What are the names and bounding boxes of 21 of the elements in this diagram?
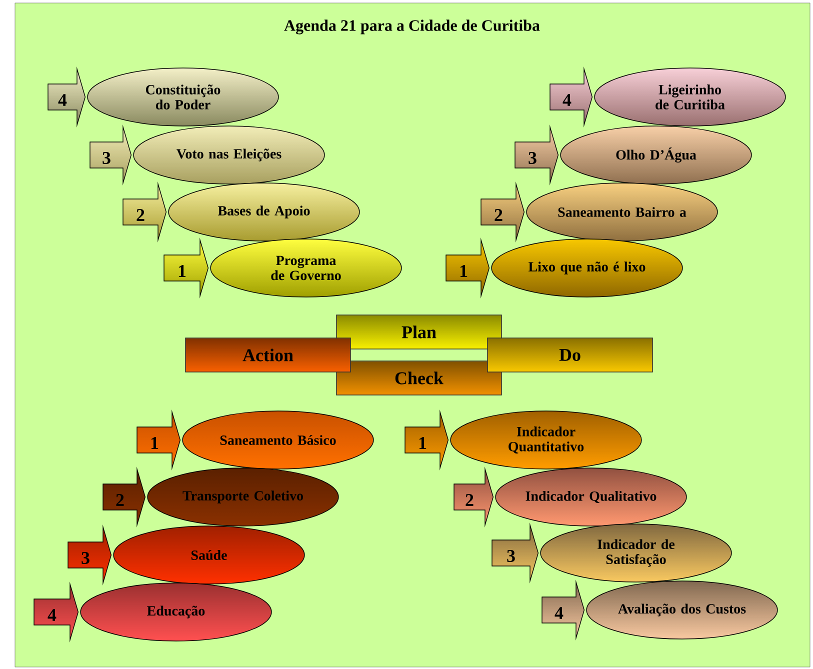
step-number: 2 — [116, 494, 124, 506]
title: Agenda 21 para a Cidade de Curitiba — [284, 20, 540, 34]
step-number: 2 — [494, 209, 502, 221]
pdca-box: Action — [185, 338, 351, 372]
step-number: 1 — [419, 437, 426, 449]
step-number: 4 — [58, 94, 67, 106]
step-number: 3 — [102, 152, 110, 164]
step-number: 2 — [136, 209, 144, 221]
step-number: 1 — [178, 265, 186, 277]
step-number: 4 — [562, 94, 572, 106]
step-number: 3 — [82, 552, 90, 564]
pdca-box: Do — [487, 338, 653, 372]
step-number: 4 — [48, 609, 56, 621]
step-number: 1 — [151, 437, 158, 449]
step-number: 3 — [507, 550, 515, 562]
pdca-box: Check — [336, 360, 502, 396]
step-number: 2 — [466, 494, 474, 506]
step-number: 3 — [528, 152, 536, 164]
pdca-box: Plan — [336, 314, 502, 350]
step-number: 4 — [554, 607, 564, 619]
step-number: 1 — [460, 265, 468, 277]
